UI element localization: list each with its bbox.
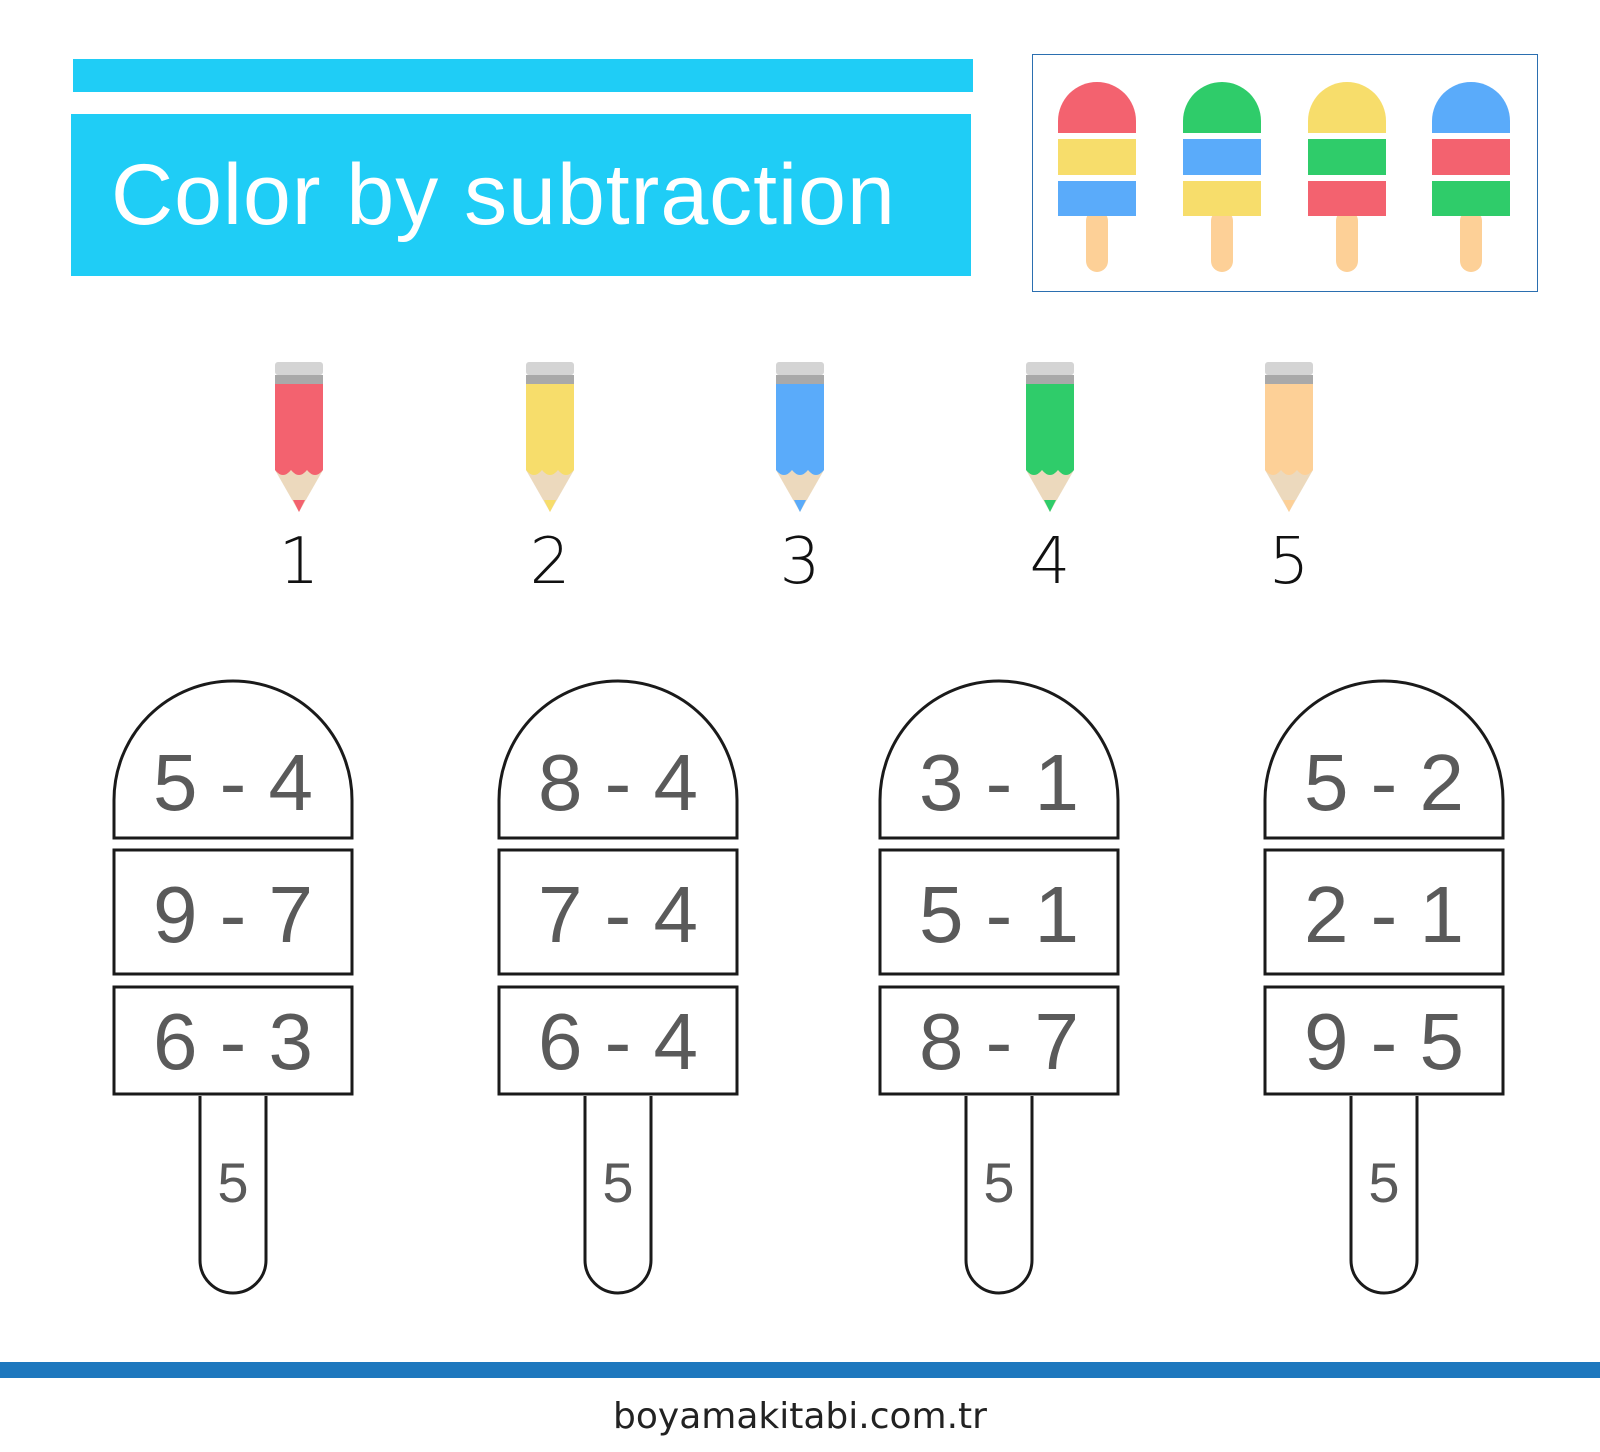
footer-website: boyamakitabi.com.tr [613,1396,987,1437]
color-key-panel [1032,54,1538,292]
popsicle-top-section[interactable] [878,679,1120,840]
key-popsicle-bottom-band [1183,181,1261,216]
page-title: Color by subtraction [111,147,896,243]
problem-middle: 2 - 1 [1304,870,1464,959]
problem-top: 5 - 2 [1304,738,1464,827]
popsicle-stick[interactable] [1349,1096,1419,1295]
pencil-number-2: 2 [529,525,571,599]
pencil-number-1: 1 [278,525,320,599]
color-key-popsicles [1058,82,1510,272]
popsicle-bottom-section[interactable] [112,985,354,1096]
key-popsicle-bottom-band [1058,181,1136,216]
problem-top: 3 - 1 [919,738,1079,827]
problem-top: 8 - 4 [538,738,698,827]
popsicle-middle-section[interactable] [878,848,1120,976]
pencil-number-5: 5 [1268,525,1310,599]
key-popsicle-bottom-band [1308,181,1386,216]
popsicle-top-section[interactable] [497,679,739,840]
problem-middle: 7 - 4 [538,870,698,959]
key-popsicle-top-band [1308,82,1386,133]
key-popsicle-middle-band [1183,139,1261,175]
popsicle-top-section[interactable] [112,679,354,840]
pencil-number-3: 3 [779,525,821,599]
key-popsicle-top-band [1183,82,1261,133]
key-popsicle-top-band [1058,82,1136,133]
popsicle-bottom-section[interactable] [878,985,1120,1096]
key-popsicle-stick [1211,210,1233,272]
header-stripe [73,59,973,92]
key-popsicle [1183,82,1261,272]
problem-middle: 5 - 1 [919,870,1079,959]
key-popsicle-stick [1336,210,1358,272]
popsicle-bottom-section[interactable] [1263,985,1505,1096]
problem-middle: 9 - 7 [153,870,313,959]
pencil-number-4: 4 [1029,525,1071,599]
popsicle-2: 8 - 4 7 - 4 6 - 4 5 [497,679,739,1295]
problem-bottom: 6 - 3 [153,997,313,1086]
stick-number: 5 [983,1151,1014,1214]
popsicle-top-section[interactable] [1263,679,1505,840]
popsicle-middle-section[interactable] [112,848,354,976]
popsicle-stick[interactable] [198,1096,268,1295]
popsicle-4: 5 - 2 2 - 1 9 - 5 5 [1263,679,1505,1295]
problem-bottom: 8 - 7 [919,997,1079,1086]
key-popsicle-top-band [1432,82,1510,133]
stick-number: 5 [1368,1151,1399,1214]
key-popsicle-stick [1086,210,1108,272]
problem-top: 5 - 4 [153,738,313,827]
key-popsicle-middle-band [1308,139,1386,175]
popsicle-middle-section[interactable] [1263,848,1505,976]
problem-bottom: 6 - 4 [538,997,698,1086]
popsicle-bottom-section[interactable] [497,985,739,1096]
problem-bottom: 9 - 5 [1304,997,1464,1086]
stick-number: 5 [217,1151,248,1214]
key-popsicle [1058,82,1136,272]
key-popsicle-middle-band [1058,139,1136,175]
popsicle-stick[interactable] [964,1096,1034,1295]
popsicle-worksheet: 5 - 4 9 - 7 6 - 3 5 8 - 4 7 - 4 6 - 4 5 3 - 1 5 -… [112,679,1505,1295]
key-popsicle-middle-band [1432,139,1510,175]
popsicle-3: 3 - 1 5 - 1 8 - 7 5 [878,679,1120,1295]
key-popsicle-bottom-band [1432,181,1510,216]
popsicle-1: 5 - 4 9 - 7 6 - 3 5 [112,679,354,1295]
stick-number: 5 [602,1151,633,1214]
key-popsicle [1308,82,1386,272]
key-popsicle [1432,82,1510,272]
popsicle-middle-section[interactable] [497,848,739,976]
title-banner: Color by subtraction [71,114,971,276]
footer-divider [0,1362,1600,1378]
popsicle-stick[interactable] [583,1096,653,1295]
key-popsicle-stick [1460,210,1482,272]
